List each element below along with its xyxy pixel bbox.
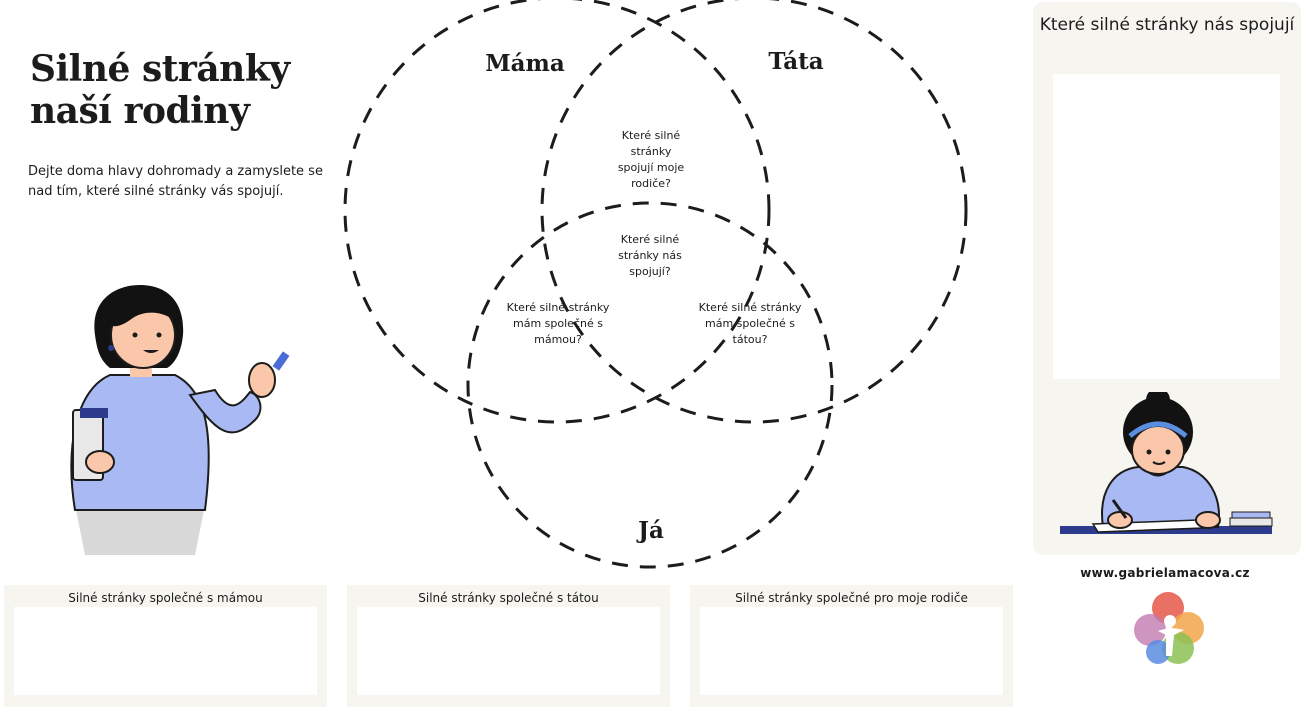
website-link[interactable]: www.gabrielamacova.cz bbox=[1080, 566, 1250, 580]
bottom-box-mama: Silné stránky společné s mámou bbox=[4, 585, 327, 707]
question-mama: Které silné stránky mám společné s mámou… bbox=[506, 301, 610, 346]
circle-label-mama: Máma bbox=[485, 50, 565, 77]
page-title: Silné stránky naší rodiny bbox=[30, 48, 290, 132]
venn-circle-ja bbox=[466, 201, 834, 569]
question-tata: Které silné stránky mám společné s tátou… bbox=[698, 301, 802, 346]
right-panel-writing-area[interactable] bbox=[1053, 74, 1280, 379]
logo-icon bbox=[1134, 592, 1204, 664]
bottom-box-mama-title: Silné stránky společné s mámou bbox=[68, 591, 263, 605]
question-parents: Které silné stránky spojují moje rodiče? bbox=[617, 129, 685, 190]
bottom-box-parents: Silné stránky společné pro moje rodiče bbox=[690, 585, 1013, 707]
circle-label-tata: Táta bbox=[768, 48, 824, 75]
bottom-box-parents-writing-area[interactable] bbox=[700, 607, 1003, 695]
venn-circle-mama bbox=[343, 0, 771, 424]
bottom-box-parents-title: Silné stránky společné pro moje rodiče bbox=[735, 591, 968, 605]
bottom-box-tata: Silné stránky společné s tátou bbox=[347, 585, 670, 707]
question-all: Které silné stránky nás spojují? bbox=[618, 233, 682, 278]
right-panel-title: Které silné stránky nás spojují bbox=[1039, 15, 1295, 35]
bottom-box-tata-title: Silné stránky společné s tátou bbox=[418, 591, 599, 605]
bottom-box-mama-writing-area[interactable] bbox=[14, 607, 317, 695]
teacher-illustration bbox=[70, 285, 290, 555]
venn-diagram bbox=[343, 0, 968, 569]
venn-circle-tata bbox=[540, 0, 968, 424]
intro-text: Dejte doma hlavy dohromady a zamyslete s… bbox=[28, 164, 323, 199]
girl-illustration bbox=[1060, 392, 1273, 534]
circle-label-ja: Já bbox=[638, 517, 664, 544]
bottom-box-tata-writing-area[interactable] bbox=[357, 607, 660, 695]
